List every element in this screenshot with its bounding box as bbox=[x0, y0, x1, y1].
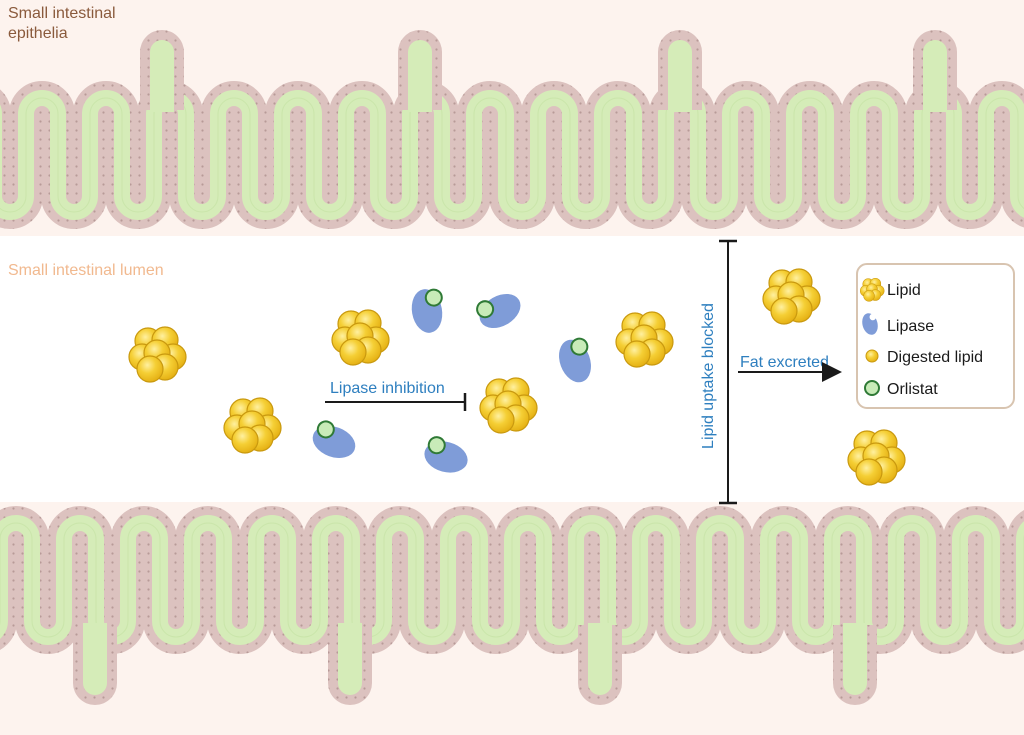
lipid-cluster-icon bbox=[762, 268, 821, 325]
lipid-cluster-icon bbox=[223, 397, 282, 454]
lipase-enzyme-icon bbox=[559, 337, 591, 383]
legend-lipid-label: Lipid bbox=[887, 282, 921, 299]
fat-excreted: Fat excreted bbox=[738, 354, 842, 382]
lipase-orlistat-complexes bbox=[312, 288, 591, 473]
lipase-inhibition-label: Lipase inhibition bbox=[330, 380, 445, 397]
lipid-droplet bbox=[231, 426, 259, 454]
lipase-inhibition: Lipase inhibition bbox=[325, 380, 467, 411]
top-tall-villus bbox=[913, 30, 957, 112]
lipid-cluster-icon bbox=[331, 309, 390, 366]
lipid-clusters bbox=[128, 268, 906, 486]
lipid-icon bbox=[859, 277, 885, 302]
epithelia-label-line2: epithelia bbox=[8, 25, 68, 42]
lumen-label: Small intestinal lumen bbox=[8, 262, 164, 279]
lipid-cluster-icon bbox=[615, 311, 674, 368]
fat-excreted-label: Fat excreted bbox=[740, 354, 829, 371]
bottom-deep-villus bbox=[833, 623, 877, 705]
lipid-cluster-icon bbox=[479, 377, 538, 434]
bottom-deep-villus bbox=[578, 623, 622, 705]
uptake-blocked-label: Lipid uptake blocked bbox=[700, 303, 717, 449]
lipase-icon bbox=[862, 313, 878, 335]
lipase-enzyme-icon bbox=[424, 436, 468, 473]
lipid-droplet bbox=[623, 340, 651, 368]
epithelia-label: Small intestinal epithelia bbox=[8, 5, 120, 42]
lipid-droplet bbox=[770, 297, 798, 325]
bottom-deep-villus-core bbox=[843, 623, 867, 695]
top-tall-villus-core bbox=[923, 40, 947, 112]
uptake-blocked: Lipid uptake blocked bbox=[700, 239, 737, 505]
top-tall-villus-core bbox=[408, 40, 432, 112]
epithelia-label-line1: Small intestinal bbox=[8, 5, 116, 22]
lipid-cluster-icon bbox=[128, 326, 187, 383]
bottom-epithelium bbox=[0, 506, 1024, 705]
orlistat-molecule bbox=[570, 337, 589, 356]
top-tall-villus-core bbox=[150, 40, 174, 112]
top-tall-villus bbox=[140, 30, 184, 112]
lipid-cluster-icon bbox=[847, 429, 906, 486]
legend-orlistat-label: Orlistat bbox=[887, 381, 938, 398]
bottom-core-edge bbox=[0, 522, 1024, 638]
orlistat-molecule bbox=[316, 420, 335, 439]
orlistat-molecule bbox=[424, 288, 443, 307]
top-epithelium bbox=[0, 30, 1024, 229]
lipase-enzyme-icon bbox=[862, 313, 878, 335]
bottom-deep-villus-core bbox=[83, 623, 107, 695]
bottom-core-tube bbox=[0, 515, 1024, 645]
legend-digested-lipid-label: Digested lipid bbox=[887, 349, 983, 366]
bottom-deep-villus bbox=[73, 623, 117, 705]
lipid-droplet bbox=[855, 458, 883, 486]
top-tall-villus bbox=[398, 30, 442, 112]
orlistat-icon bbox=[864, 380, 880, 396]
top-tall-villus-core bbox=[668, 40, 692, 112]
top-tall-villus bbox=[658, 30, 702, 112]
lipid-droplet bbox=[863, 290, 875, 302]
lipase-enzyme-icon bbox=[411, 288, 443, 333]
legend-lipase-label: Lipase bbox=[887, 318, 934, 335]
bottom-deep-villus bbox=[328, 623, 372, 705]
orlistat-molecule bbox=[476, 300, 495, 319]
bottom-deep-villus-core bbox=[338, 623, 362, 695]
legend: Lipid Lipase Digested lipid Orlistat bbox=[856, 263, 1015, 409]
lipase-enzyme-icon bbox=[476, 293, 521, 329]
lipid-droplet bbox=[339, 338, 367, 366]
orlistat-molecule bbox=[427, 436, 446, 455]
lipid-droplet bbox=[487, 406, 515, 434]
lipase-enzyme-icon bbox=[312, 420, 356, 458]
lipid-cluster-icon bbox=[859, 277, 885, 302]
lipid-droplet bbox=[136, 355, 164, 383]
lipase-active-site bbox=[869, 313, 877, 321]
digested-lipid-icon bbox=[865, 349, 879, 363]
legend-box bbox=[856, 263, 1015, 409]
bottom-deep-villus-core bbox=[588, 623, 612, 695]
